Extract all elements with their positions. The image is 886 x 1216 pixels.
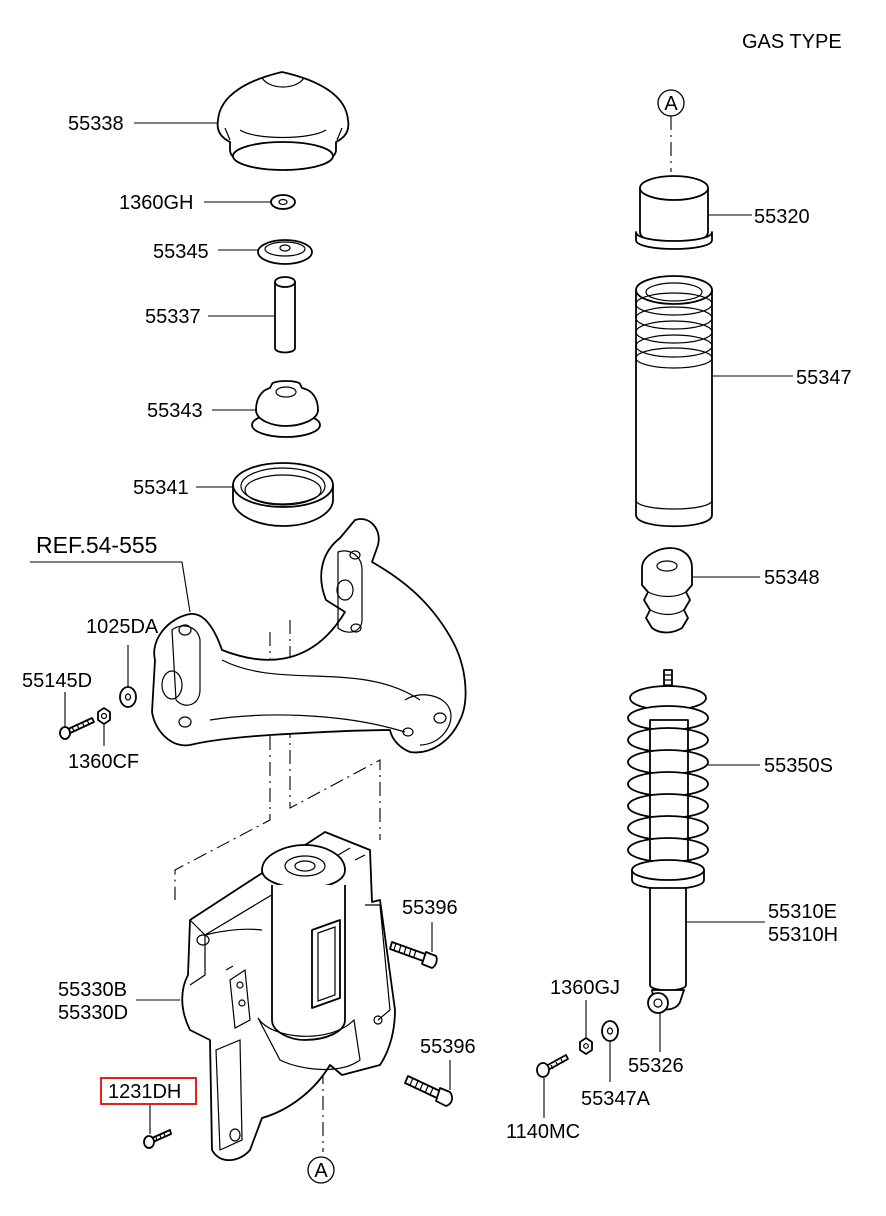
part-55348-bumper[interactable] — [641, 547, 693, 634]
label-55345[interactable]: 55345 — [153, 241, 209, 263]
part-55343-bushing[interactable] — [251, 380, 321, 438]
label-1360CF[interactable]: 1360CF — [68, 751, 139, 773]
marker-a-top-label: A — [664, 93, 678, 115]
label-55330B[interactable]: 55330B — [58, 979, 127, 1001]
part-55396-bolt-lower[interactable] — [404, 1075, 453, 1107]
part-1025DA-washer[interactable] — [119, 686, 137, 708]
marker-a-bottom[interactable]: A — [307, 1156, 335, 1184]
label-55343[interactable]: 55343 — [147, 400, 203, 422]
part-55341-bearing[interactable] — [232, 462, 334, 527]
part-55347A-washer[interactable] — [601, 1020, 619, 1042]
label-1140MC[interactable]: 1140MC — [506, 1121, 580, 1143]
label-1025DA[interactable]: 1025DA — [86, 616, 159, 638]
part-1231DH-screw[interactable] — [143, 1129, 172, 1149]
label-55337[interactable]: 55337 — [145, 306, 201, 328]
guide-line-right — [289, 620, 381, 840]
marker-a-top[interactable]: A — [657, 89, 685, 117]
part-1360GJ-nut[interactable] — [579, 1037, 593, 1055]
label-1360GJ[interactable]: 1360GJ — [550, 977, 620, 999]
part-55145D-bolt[interactable] — [59, 717, 95, 740]
part-55347-boot[interactable] — [635, 275, 713, 528]
part-55330-knuckle[interactable] — [181, 831, 396, 1162]
guide-line-left — [174, 632, 271, 900]
diagram-title: GAS TYPE — [742, 31, 842, 53]
label-55341[interactable]: 55341 — [133, 477, 189, 499]
label-55348[interactable]: 55348 — [764, 567, 820, 589]
part-55396-bolt-upper[interactable] — [389, 941, 438, 969]
label-1231DH[interactable]: 1231DH — [108, 1081, 181, 1103]
part-1360CF-nut[interactable] — [97, 707, 111, 725]
label-55347A[interactable]: 55347A — [581, 1088, 651, 1110]
part-55310-shock[interactable] — [647, 887, 687, 1014]
part-55338-cap[interactable] — [216, 71, 350, 171]
label-55330D[interactable]: 55330D — [58, 1002, 128, 1024]
part-55337-sleeve[interactable] — [274, 276, 296, 354]
label-ref[interactable]: REF.54-555 — [36, 532, 157, 558]
label-55310H[interactable]: 55310H — [768, 924, 838, 946]
part-55350S-strut-spring[interactable] — [627, 669, 709, 890]
part-1140MC-bolt[interactable] — [536, 1054, 569, 1078]
label-55320[interactable]: 55320 — [754, 206, 810, 228]
label-55326[interactable]: 55326 — [628, 1055, 684, 1077]
part-1360GH-nut[interactable] — [270, 194, 296, 210]
label-55145D[interactable]: 55145D — [22, 670, 92, 692]
label-55396-lower[interactable]: 55396 — [420, 1036, 476, 1058]
highlight-box-1231DH — [100, 1077, 197, 1105]
label-55396-upper[interactable]: 55396 — [402, 897, 458, 919]
label-55310E[interactable]: 55310E — [768, 901, 837, 923]
ref-leader — [30, 561, 191, 613]
part-55320-cap[interactable] — [635, 175, 713, 250]
marker-a-bottom-label: A — [314, 1160, 328, 1182]
label-55347[interactable]: 55347 — [796, 367, 852, 389]
label-1360GH[interactable]: 1360GH — [119, 192, 194, 214]
label-55350S[interactable]: 55350S — [764, 755, 833, 777]
label-55338[interactable]: 55338 — [68, 113, 124, 135]
control-arm-ref[interactable] — [151, 518, 467, 754]
part-55345-washer[interactable] — [257, 239, 313, 265]
